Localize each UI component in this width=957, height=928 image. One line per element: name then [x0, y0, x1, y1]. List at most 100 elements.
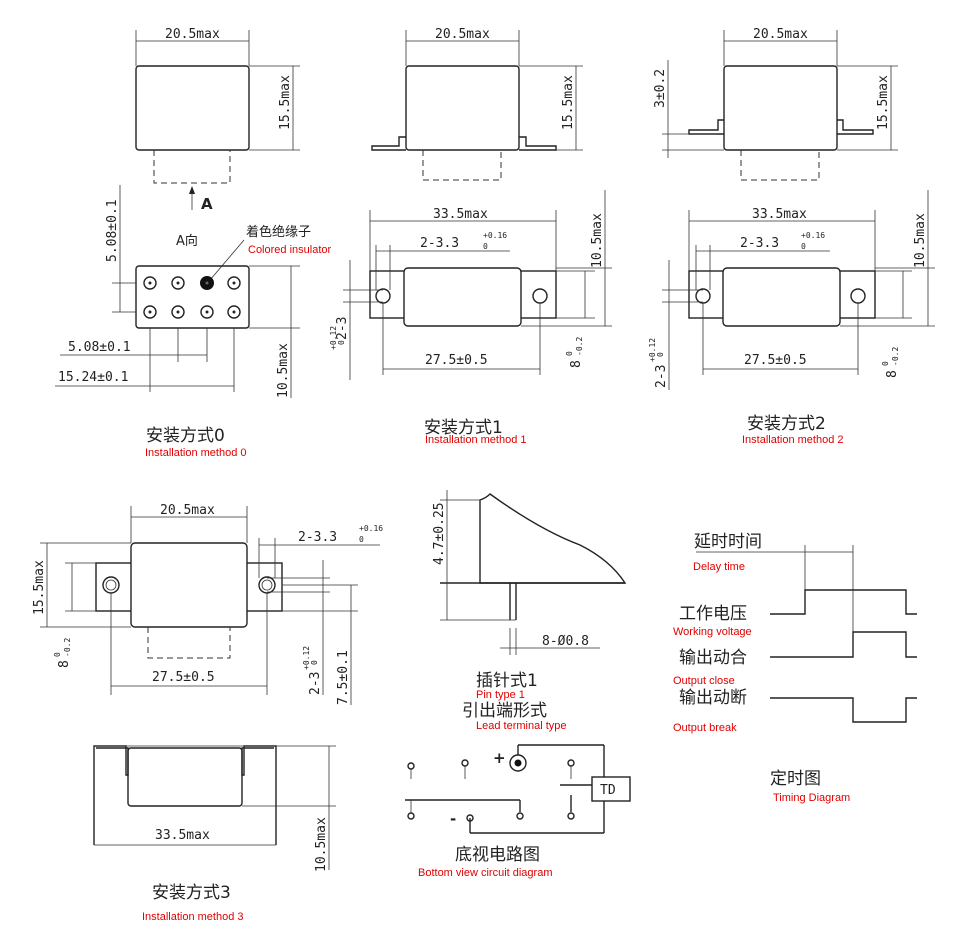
plus-terminal: +: [493, 749, 506, 767]
dim-8-tol-top-m1: 0: [565, 351, 574, 356]
dim-8-tol-top-m3: 0: [53, 652, 62, 657]
hole-tol-bot-m3: 0: [359, 535, 364, 544]
slot-tol-bot-m2: 0: [656, 352, 665, 357]
dim-33-5-m2: 33.5max: [752, 207, 807, 222]
dim-width-20-5-m3: 20.5max: [160, 503, 215, 518]
dim-8-tol-top-m2: 0: [881, 361, 890, 366]
slot-tol-bot-m1: 0: [337, 340, 346, 345]
td-label: TD: [600, 783, 616, 798]
slot-dim-m1: 2-3: [335, 317, 350, 340]
pin-type-zh: 插针式1: [476, 671, 538, 691]
dim-width-20-5: 20.5max: [165, 27, 220, 42]
dim-27-5-m1: 27.5±0.5: [425, 353, 488, 368]
method0-side-view: 20.5max 15.5max A: [135, 27, 300, 213]
slot-tol-bot-m3: 0: [310, 660, 319, 665]
dim-8-tol-bot-m1: -0.2: [575, 337, 584, 356]
dim-10-5-m0: 10.5max: [276, 343, 291, 398]
pin-type-en: Pin type 1: [476, 689, 525, 701]
dim-height-15-5: 15.5max: [278, 75, 293, 130]
dim-height-15-5-m1: 15.5max: [561, 75, 576, 130]
method0-pin-face: A向 着色绝缘子 Colored insulator 5.08±0.1 5.08…: [55, 185, 331, 459]
output-break-en: Output break: [673, 722, 737, 734]
hole-tol-top-m1: +0.16: [483, 231, 507, 240]
hole-dim-m2: 2-3.3: [740, 236, 779, 251]
dim-pin-diameter: 8-Ø0.8: [542, 634, 589, 649]
colored-insulator-en: Colored insulator: [248, 244, 331, 256]
method3-title-en: Installation method 3: [142, 911, 244, 923]
timing-title-en: Timing Diagram: [773, 792, 850, 804]
slot-tol-top-m2: +0.12: [648, 338, 657, 362]
pin-grid: [143, 276, 241, 319]
method3-title-zh: 安装方式3: [152, 883, 231, 903]
slot-tol-top-m1: +0.12: [329, 326, 338, 350]
method0-title-en: Installation method 0: [145, 447, 247, 459]
circuit-title-zh: 底视电路图: [455, 845, 540, 865]
method2-title-zh: 安装方式2: [747, 414, 826, 434]
dim-width-20-5-m2: 20.5max: [753, 27, 808, 42]
circuit-diagram: + - TD 底视电路图 Bottom view circuit diagram: [405, 744, 631, 879]
hole-dim-m1: 2-3.3: [420, 236, 459, 251]
timing-diagram: 延时时间 Delay time 工作电压 Working voltage 输出动…: [673, 532, 917, 804]
delay-time-zh: 延时时间: [694, 532, 762, 552]
timing-title-zh: 定时图: [770, 769, 821, 789]
dim-width-20-5-m1: 20.5max: [435, 27, 490, 42]
lead-type-zh: 引出端形式: [462, 701, 547, 721]
dim-4-7: 4.7±0.25: [432, 502, 447, 565]
dim-height-15-5-m2: 15.5max: [876, 75, 891, 130]
dim-8-m3: 8: [57, 660, 72, 668]
output-close-en: Output close: [673, 675, 735, 687]
method2-title-en: Installation method 2: [742, 434, 844, 446]
dim-8-m2: 8: [885, 370, 900, 378]
break-waveform: [770, 697, 917, 723]
dim-10-5-m1: 10.5max: [590, 213, 605, 268]
dim-27-5-m2: 27.5±0.5: [744, 353, 807, 368]
working-voltage-en: Working voltage: [673, 626, 752, 638]
view-a-label: A向: [176, 233, 198, 249]
minus-terminal: -: [450, 810, 456, 828]
colored-insulator-zh: 着色绝缘子: [246, 224, 311, 240]
hole-tol-top-m3: +0.16: [359, 524, 383, 533]
slot-tol-top-m3: +0.12: [302, 646, 311, 670]
dim-7-5-m3: 7.5±0.1: [336, 650, 351, 705]
method3-plan-view: 20.5max 15.5max 8 0 -0.2 27.5±0.5 2-3.3 …: [32, 503, 383, 705]
method1-plan-view: 33.5max 2-3.3 +0.16 0 2-3 +0.12 0 27.5±0…: [329, 190, 612, 446]
method1-title-zh: 安装方式1: [424, 418, 503, 438]
delay-time-en: Delay time: [693, 561, 745, 573]
dim-33-5-m1: 33.5max: [433, 207, 488, 222]
dim-pitch-h: 5.08±0.1: [68, 340, 131, 355]
slot-dim-m3: 2-3: [308, 672, 323, 695]
method1-side-view: 20.5max 15.5max: [371, 27, 583, 181]
method1-title-en: Installation method 1: [425, 434, 527, 446]
working-voltage-zh: 工作电压: [679, 604, 747, 624]
dim-8-tol-bot-m3: -0.2: [63, 638, 72, 657]
dim-pitch-v: 5.08±0.1: [105, 199, 120, 262]
dim-15-5-m3: 15.5max: [32, 560, 47, 615]
slot-dim-m2: 2-3: [654, 365, 669, 388]
method2-plan-view: 33.5max 2-3.3 +0.16 0 2-3 +0.12 0 27.5±0…: [648, 190, 935, 446]
dim-3-m2: 3±0.2: [653, 69, 668, 108]
td-module: [591, 776, 631, 802]
dim-10-5-m3: 10.5max: [314, 817, 329, 872]
dim-8-m1: 8: [569, 360, 584, 368]
hole-tol-bot-m2: 0: [801, 242, 806, 251]
method0-title-zh: 安装方式0: [146, 426, 225, 446]
voltage-waveform: [770, 589, 917, 615]
lead-type-en: Lead terminal type: [476, 720, 567, 732]
dim-8-tol-bot-m2: -0.2: [891, 347, 900, 366]
output-close-zh: 输出动合: [679, 648, 747, 668]
pin-type-diagram: 4.7±0.25 8-Ø0.8 插针式1 Pin type 1 引出端形式 Le…: [432, 490, 627, 732]
circuit-title-en: Bottom view circuit diagram: [418, 867, 553, 879]
arrow-a-label: A: [201, 195, 213, 213]
method2-side-view: 20.5max 15.5max 3±0.2: [653, 27, 898, 181]
hole-tol-bot-m1: 0: [483, 242, 488, 251]
dim-10-5-m2: 10.5max: [913, 213, 928, 268]
dim-15-24: 15.24±0.1: [58, 370, 128, 385]
close-waveform: [770, 631, 917, 658]
hole-dim-m3: 2-3.3: [298, 530, 337, 545]
output-break-zh: 输出动断: [679, 688, 747, 708]
dim-33-5-m3: 33.5max: [155, 828, 210, 843]
hole-tol-top-m2: +0.16: [801, 231, 825, 240]
method3-side-view: 33.5max 10.5max 安装方式3 Installation metho…: [93, 745, 336, 923]
dim-27-5-m3: 27.5±0.5: [152, 670, 215, 685]
